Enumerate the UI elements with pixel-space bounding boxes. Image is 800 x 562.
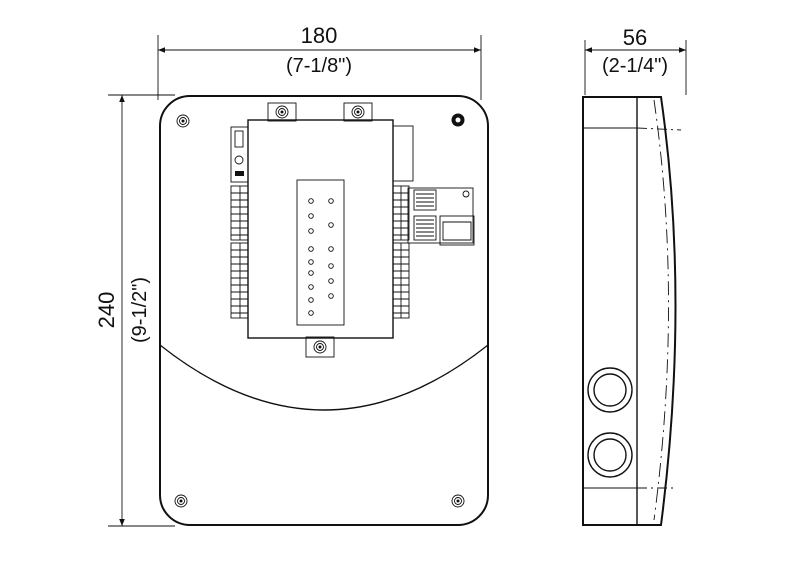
led-icon <box>308 259 314 265</box>
side-hidden-line <box>653 99 669 521</box>
right-terminal-block <box>392 185 410 319</box>
cable-gland-top-icon <box>587 367 633 413</box>
side-outline <box>582 96 677 526</box>
led-icon <box>308 228 314 234</box>
rj-connector-bottom <box>413 215 437 241</box>
height-mm-label: 240 <box>94 292 119 329</box>
tab-screw-top-right-icon <box>351 105 365 119</box>
side-view <box>582 96 682 526</box>
controller-module <box>230 119 414 339</box>
relay-block <box>392 125 414 182</box>
screw-top-right-icon <box>451 113 465 127</box>
depth-inch-label: (2-1/4") <box>602 55 668 77</box>
led-icon <box>308 213 314 219</box>
height-inch-label: (9-1/2") <box>129 277 151 343</box>
tab-screw-bottom-icon <box>313 340 327 354</box>
led-icon <box>308 246 314 252</box>
led-icon <box>308 297 314 303</box>
dimension-depth: 56 (2-1/4") <box>584 25 687 95</box>
controller-body <box>247 119 394 339</box>
mount-tab-bottom <box>305 336 335 358</box>
mount-tab-top-left <box>267 102 297 122</box>
led-icon <box>328 198 334 204</box>
width-mm-label: 180 <box>301 23 338 48</box>
led-icon <box>328 222 334 228</box>
width-inch-label: (7-1/8") <box>286 55 352 77</box>
screw-bottom-left-icon <box>174 494 188 508</box>
led-icon <box>308 198 314 204</box>
interface-pcb <box>407 187 474 244</box>
screw-top-left-icon <box>176 114 190 128</box>
dip-switch-icon <box>235 171 244 176</box>
led-icon <box>308 310 314 316</box>
dimension-width: 180 (7-1/8") <box>157 23 482 100</box>
enclosure-outline <box>159 95 489 526</box>
led-icon <box>308 284 314 290</box>
led-icon <box>328 263 334 269</box>
rj-connector-top <box>413 189 437 211</box>
power-switch-icon <box>234 130 244 148</box>
tab-screw-top-left-icon <box>275 105 289 119</box>
dimension-height: 240 (9-1/2") <box>94 94 175 527</box>
screw-bottom-right-icon <box>451 494 465 508</box>
status-leds <box>308 198 334 316</box>
led-icon <box>328 246 334 252</box>
led-icon <box>328 293 334 299</box>
left-switch-block <box>230 126 249 183</box>
left-terminal-block <box>230 185 249 319</box>
enclosure-curve <box>159 344 489 411</box>
depth-mm-label: 56 <box>623 25 647 50</box>
interface-board <box>407 187 475 246</box>
led-panel <box>296 179 345 326</box>
mount-tab-top-right <box>343 102 373 122</box>
led-icon <box>308 270 314 276</box>
front-view <box>159 95 489 526</box>
reset-button-icon <box>234 155 244 165</box>
led-icon <box>328 278 334 284</box>
pcb-hole-icon <box>462 190 470 198</box>
cable-gland-bottom-icon <box>587 432 633 478</box>
connector-housing <box>439 215 475 246</box>
